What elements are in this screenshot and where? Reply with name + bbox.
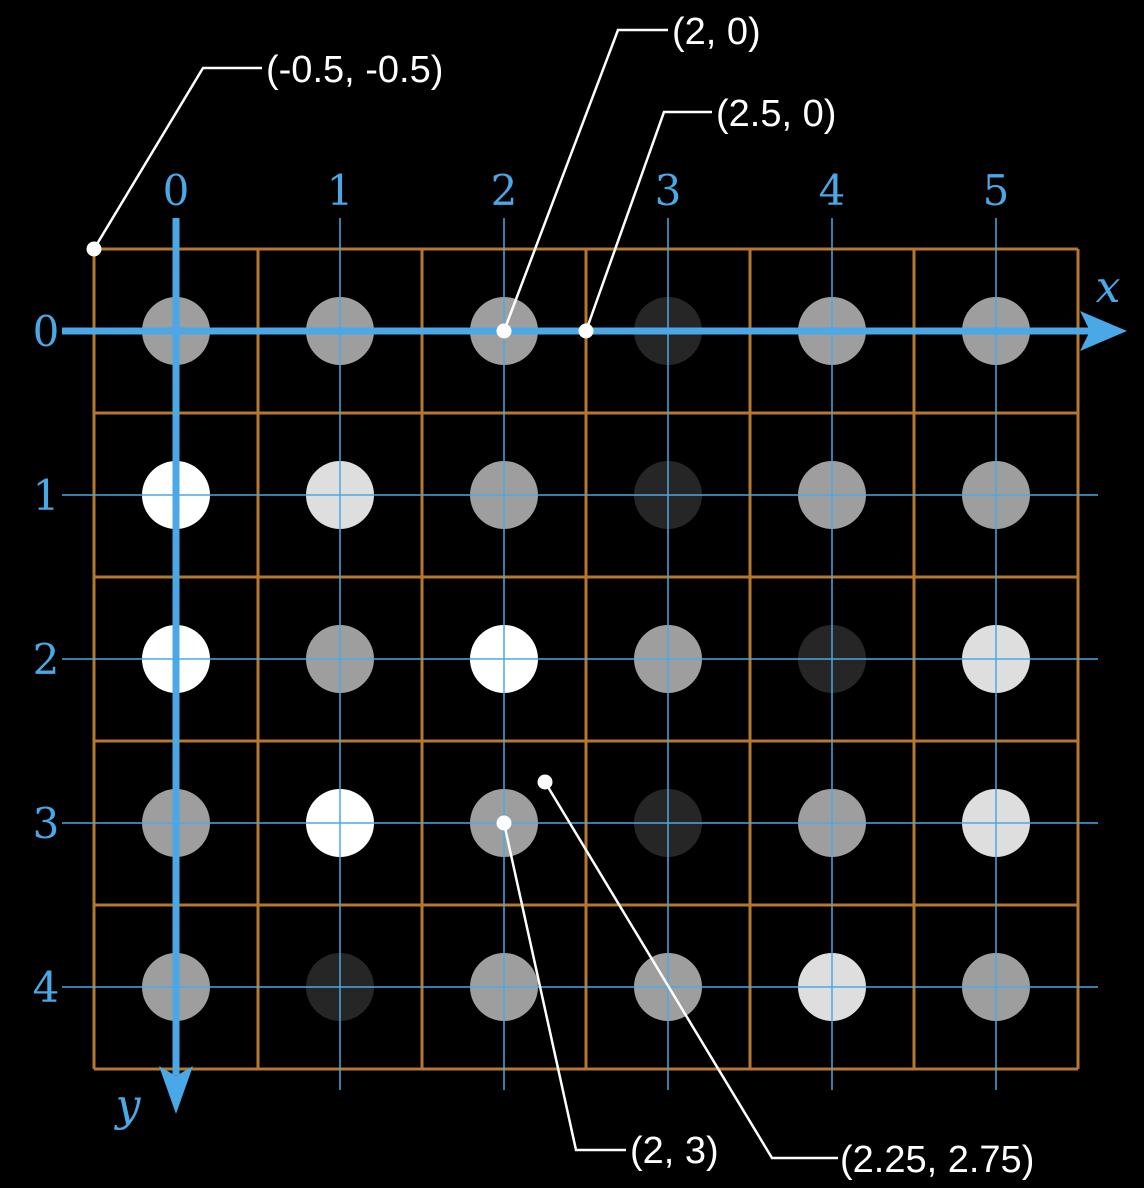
callout-label: (2, 0) (672, 11, 761, 53)
callout-leader-line (584, 110, 712, 332)
callout-leader-line (543, 781, 838, 1160)
callout-leader-line (92, 66, 262, 250)
tick-labels: 0 1 2 3 4 5 0 1 2 3 4 (33, 166, 1010, 1012)
y-tick-label: 4 (33, 963, 60, 1012)
callout-anchor-point (496, 323, 512, 339)
y-tick-label: 2 (33, 635, 60, 684)
y-tick-label: 1 (33, 471, 60, 520)
x-tick-label: 5 (983, 166, 1010, 215)
callout-leader-line (502, 822, 626, 1152)
y-axis-arrowhead (159, 1066, 193, 1114)
y-axis-label: y (114, 1080, 142, 1131)
coordinate-axes (62, 218, 1127, 1114)
callout-label: (2.25, 2.75) (840, 1139, 1034, 1181)
callout-label: (-0.5, -0.5) (266, 49, 443, 91)
x-axis-arrowhead (1080, 311, 1127, 351)
callout-leader-line (502, 28, 668, 332)
callout-anchor-point (86, 241, 102, 257)
callout-label: (2, 3) (630, 1130, 719, 1172)
y-tick-label: 0 (33, 307, 60, 356)
coordinate-callouts: (-0.5, -0.5) (2, 0) (2.5, 0) (2, 3) (2.25, 2… (86, 11, 1034, 1181)
x-tick-label: 0 (163, 166, 190, 215)
callout-anchor-point (496, 815, 512, 831)
callout-anchor-point (537, 774, 553, 790)
x-tick-label: 3 (655, 166, 682, 215)
x-tick-label: 1 (327, 166, 354, 215)
callout-label: (2.5, 0) (716, 93, 836, 135)
x-axis-label: x (1096, 262, 1121, 313)
x-tick-label: 4 (819, 166, 846, 215)
callout-anchor-point (578, 323, 594, 339)
y-tick-label: 3 (33, 799, 60, 848)
x-tick-label: 2 (491, 166, 518, 215)
